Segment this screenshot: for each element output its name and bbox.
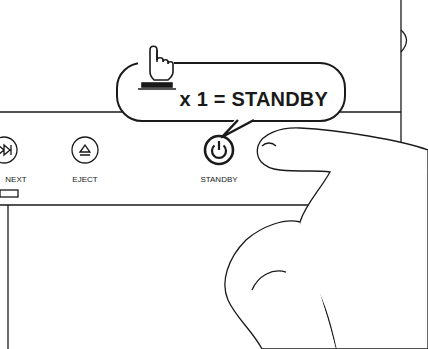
press-finger-line bbox=[156, 50, 158, 62]
next-button bbox=[0, 137, 17, 163]
eject-symbol bbox=[80, 145, 90, 155]
press-icon bbox=[138, 40, 176, 90]
press-icon-bg bbox=[138, 40, 174, 90]
power-symbol-bar bbox=[218, 141, 220, 150]
press-finger bbox=[150, 46, 173, 80]
standby-button bbox=[205, 136, 233, 164]
side-knob bbox=[401, 30, 407, 52]
button-label: EJECT bbox=[72, 175, 97, 184]
eject-button bbox=[72, 137, 98, 163]
fingernail bbox=[262, 143, 276, 146]
body-edge bbox=[7, 205, 8, 349]
button-label: NEXT bbox=[5, 175, 26, 184]
next-symbol bbox=[0, 145, 11, 155]
pressing-hand bbox=[225, 128, 428, 349]
callout-text: x 1 = STANDBY bbox=[180, 88, 328, 111]
press-button bbox=[142, 83, 172, 87]
callout-tail-fill bbox=[222, 118, 256, 137]
thumb-crease bbox=[252, 271, 286, 290]
indicator-slot bbox=[0, 190, 18, 197]
callout-tail bbox=[222, 120, 254, 137]
press-base bbox=[138, 88, 176, 90]
button-label: STANDBY bbox=[200, 175, 237, 184]
thumb-outline bbox=[225, 221, 336, 349]
